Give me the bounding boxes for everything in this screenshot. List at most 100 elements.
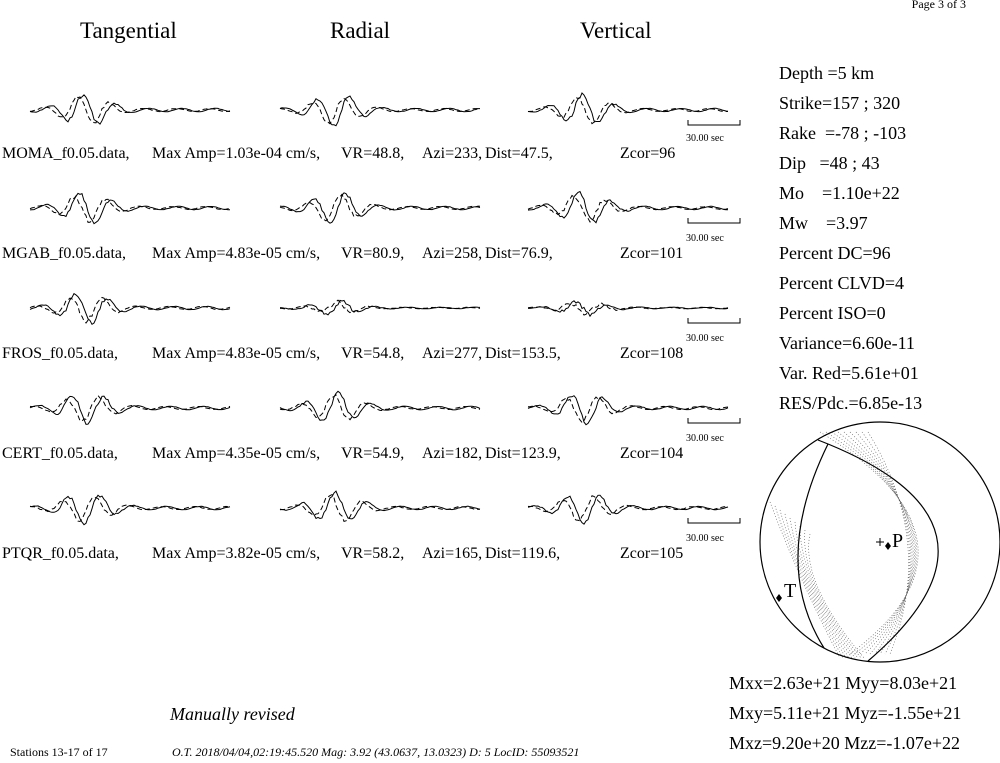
station-dist: Dist=47.5, — [485, 145, 553, 162]
nodal-plane-1 — [817, 439, 939, 662]
solution-parameter: Rake =-78 ; -103 — [779, 123, 907, 143]
moment-tensor-row-3: Mxz=9.20e+20 Mzz=-1.07e+22 — [729, 733, 961, 753]
synthetic-waveform — [527, 396, 729, 424]
synthetic-waveform — [29, 394, 231, 422]
nodal-plane-2 — [797, 443, 829, 649]
solution-parameter: Percent CLVD=4 — [779, 273, 904, 293]
event-info: O.T. 2018/04/04,02:19:45.520 Mag: 3.92 (… — [172, 745, 580, 759]
p-axis-label: P — [892, 530, 904, 552]
station-vr: VR=80.9, — [341, 245, 405, 262]
dilatational-hatch — [774, 505, 844, 659]
component-title-vertical: Vertical — [580, 18, 652, 43]
time-scale-bar — [687, 418, 741, 424]
station-azi: Azi=182, — [422, 445, 483, 462]
synthetic-waveform — [279, 193, 481, 222]
station-zcor: Zcor=96 — [620, 145, 676, 162]
moment-tensor-row-1: Mxx=2.63e+21 Myy=8.03e+21 — [729, 673, 958, 693]
t-axis-label: T — [784, 580, 797, 602]
dilatational-hatch — [837, 431, 915, 655]
dilatational-hatch — [804, 529, 862, 659]
station-amp: Max Amp=1.03e-04 cm/s, — [152, 145, 321, 162]
solution-parameter: Percent DC=96 — [779, 243, 891, 263]
dilatational-hatch — [769, 501, 841, 659]
t-axis-marker — [776, 594, 782, 602]
dilatational-hatch — [794, 521, 856, 659]
station-name: PTQR_f0.05.data, — [2, 545, 119, 562]
solution-parameter: Var. Red=5.61e+01 — [779, 363, 919, 383]
dilatational-hatch — [831, 431, 917, 655]
dilatational-hatch — [808, 533, 865, 659]
synthetic-waveform — [527, 194, 729, 223]
station-zcor: Zcor=105 — [620, 545, 684, 562]
p-axis-marker — [885, 542, 891, 550]
time-scale-label: 30.00 sec — [686, 433, 724, 444]
time-scale-label: 30.00 sec — [686, 133, 724, 144]
station-dist: Dist=76.9, — [485, 245, 553, 262]
synthetic-waveform — [29, 95, 231, 124]
station-zcor: Zcor=104 — [620, 445, 684, 462]
synthetic-waveform — [29, 496, 230, 523]
station-name: FROS_f0.05.data, — [2, 345, 118, 362]
synthetic-waveform — [279, 493, 481, 523]
solution-parameter: Variance=6.60e-11 — [779, 333, 915, 353]
dilatational-hatch — [843, 431, 914, 655]
solution-parameter: RES/Pdc.=6.85e-13 — [779, 393, 923, 413]
time-scale-bar — [687, 518, 741, 524]
solution-parameter: Percent ISO=0 — [779, 303, 886, 323]
station-azi: Azi=233, — [422, 145, 483, 162]
observed-waveform — [279, 299, 481, 316]
observed-waveform — [279, 192, 481, 224]
station-vr: VR=54.9, — [341, 445, 405, 462]
station-amp: Max Amp=4.83e-05 cm/s, — [152, 245, 321, 262]
solution-parameter: Depth =5 km — [779, 63, 875, 83]
revision-note: Manually revised — [170, 704, 295, 724]
observed-waveform — [29, 192, 230, 225]
observed-waveform — [29, 292, 231, 326]
station-zcor: Zcor=101 — [620, 245, 684, 262]
station-name: MOMA_f0.05.data, — [2, 145, 130, 162]
synthetic-waveform — [279, 394, 481, 421]
time-scale-label: 30.00 sec — [686, 333, 724, 344]
observed-waveform — [279, 390, 481, 421]
synthetic-waveform — [29, 194, 231, 223]
synthetic-waveform — [29, 296, 231, 324]
station-azi: Azi=258, — [422, 245, 483, 262]
solution-parameter: Mo =1.10e+22 — [779, 183, 900, 203]
moment-tensor-row-2: Mxy=5.11e+21 Myz=-1.55e+21 — [729, 703, 962, 723]
dilatational-hatch — [799, 525, 859, 659]
synthetic-waveform — [527, 302, 729, 316]
synthetic-waveform — [527, 495, 729, 522]
time-scale-label: 30.00 sec — [686, 233, 724, 244]
station-name: CERT_f0.05.data, — [2, 445, 118, 462]
solution-parameter: Mw =3.97 — [779, 213, 868, 233]
time-scale-bar — [687, 120, 741, 126]
synthetic-waveform — [280, 299, 481, 314]
station-zcor: Zcor=108 — [620, 345, 684, 362]
station-vr: VR=48.8, — [341, 145, 405, 162]
station-name: MGAB_f0.05.data, — [2, 245, 126, 262]
synthetic-waveform — [527, 96, 728, 125]
station-dist: Dist=123.9, — [485, 445, 561, 462]
station-amp: Max Amp=4.83e-05 cm/s, — [152, 345, 321, 362]
time-scale-bar — [687, 218, 741, 224]
station-amp: Max Amp=4.35e-05 cm/s, — [152, 445, 321, 462]
station-amp: Max Amp=3.82e-05 cm/s, — [152, 545, 321, 562]
dilatational-hatch — [789, 517, 853, 659]
station-vr: VR=58.2, — [341, 545, 405, 562]
observed-waveform — [527, 190, 729, 224]
component-title-radial: Radial — [330, 18, 391, 43]
station-range: Stations 13-17 of 17 — [10, 745, 108, 759]
observed-waveform — [527, 494, 729, 525]
dilatational-hatch — [825, 431, 918, 655]
focal-sphere-outline — [759, 421, 1000, 663]
station-dist: Dist=153.5, — [485, 345, 561, 362]
station-azi: Azi=277, — [422, 345, 483, 362]
station-vr: VR=54.8, — [341, 345, 405, 362]
station-dist: Dist=119.6, — [485, 545, 561, 562]
page-number: Page 3 of 3 — [911, 0, 966, 11]
dilatational-hatch — [861, 431, 910, 655]
dilatational-hatch — [819, 431, 919, 655]
solution-parameter: Strike=157 ; 320 — [779, 93, 901, 113]
